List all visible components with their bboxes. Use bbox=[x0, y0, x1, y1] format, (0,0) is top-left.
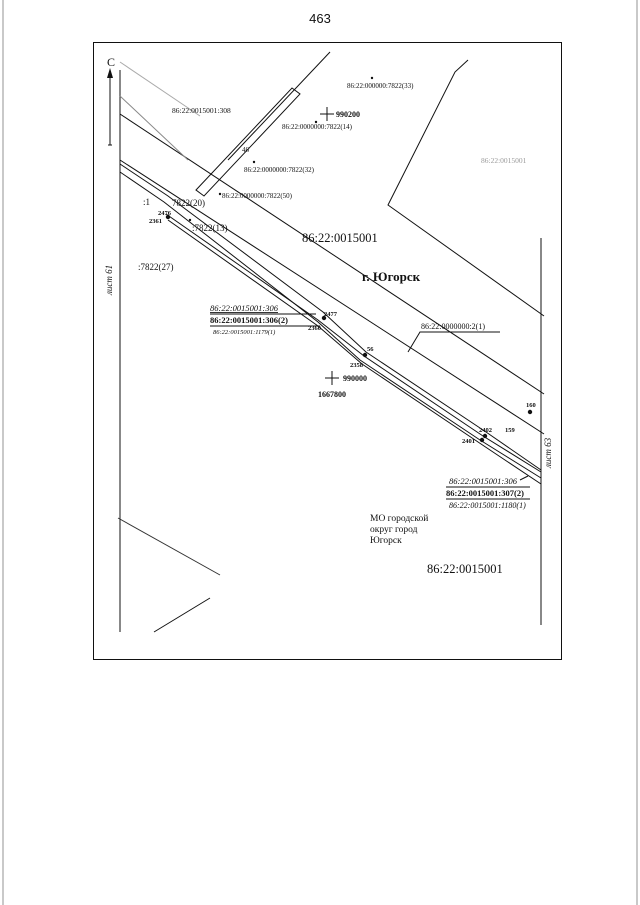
point-160: 160 bbox=[526, 402, 536, 409]
quarter-label-bottom-right: 86:22:0015001 bbox=[427, 562, 503, 576]
label-block-right-1: 86:22:0015001:306 bbox=[449, 476, 518, 486]
grid-cross-bottom-label: 990000 bbox=[343, 374, 367, 383]
sheet-label-left: лист 61 bbox=[104, 265, 114, 296]
label-7822-27: :7822(27) bbox=[138, 262, 174, 272]
label-colon-1: :1 bbox=[143, 197, 150, 207]
point-2361: 2361 bbox=[149, 218, 162, 225]
sheet-label-right: лист 63 bbox=[543, 437, 553, 469]
point-159: 159 bbox=[505, 427, 516, 434]
crossing-strip bbox=[195, 87, 301, 197]
municipality-line1: МО городской bbox=[370, 513, 428, 524]
page-number: 463 bbox=[309, 11, 331, 26]
map-frame bbox=[93, 42, 562, 660]
grid-cross-bottom bbox=[325, 371, 339, 385]
crossing-line bbox=[227, 51, 331, 161]
label-2-1: 86:22:0000000:2(1) bbox=[421, 322, 485, 331]
grid-cross-top bbox=[320, 107, 334, 121]
quarter-boundary-right bbox=[387, 59, 545, 317]
label-7822-14: 86:22:0000000:7822(14) bbox=[282, 123, 353, 131]
label-block-right-2: 86:22:0015001:307(2) bbox=[446, 488, 524, 498]
label-7822-20: 7822(20) bbox=[172, 198, 205, 208]
faint-line-mid bbox=[119, 61, 201, 117]
label-block-left-3: 86:22:0015001:1179(1) bbox=[213, 329, 275, 336]
municipality-line2: округ город bbox=[370, 525, 418, 535]
corridor-line-a bbox=[119, 163, 542, 471]
grid-cross-top-label: 990200 bbox=[336, 110, 360, 119]
label-308: 86:22:0015001:308 bbox=[172, 106, 231, 115]
north-arrow: С bbox=[107, 55, 115, 146]
label-46: 46 bbox=[242, 146, 250, 154]
road-edge-upper bbox=[119, 113, 545, 395]
quarter-label-faint: 86:22:0015001 bbox=[481, 156, 527, 165]
municipality-line3: Югорск bbox=[370, 536, 402, 546]
label-block-left-1: 86:22:0015001:306 bbox=[210, 303, 279, 313]
scan-edge-right bbox=[636, 0, 638, 905]
leader-line-2-1 bbox=[407, 331, 500, 353]
corridor-line-b bbox=[119, 171, 542, 479]
boundary-bottom-left-a bbox=[153, 597, 211, 633]
faint-boundary-top bbox=[119, 95, 189, 161]
point-2477: 2477 bbox=[324, 311, 338, 318]
scan-edge-left bbox=[2, 0, 4, 905]
point-2358: 2358 bbox=[350, 362, 364, 369]
grid-cross-bottom-y: 1667800 bbox=[318, 390, 346, 399]
north-arrow-letter: С bbox=[107, 55, 115, 69]
label-7822-32: 86:22:0000000:7822(32) bbox=[244, 166, 315, 174]
point-2476: 2476 bbox=[158, 210, 172, 217]
point-2401: 2401 bbox=[462, 438, 475, 445]
point-2402: 2402 bbox=[479, 427, 492, 434]
label-block-right-3: 86:22:0015001:1180(1) bbox=[449, 501, 526, 510]
label-7822-50: 86:22:0000000:7822(50) bbox=[222, 192, 293, 200]
label-7822-13: :7822(13) bbox=[192, 223, 228, 233]
point-2360: 2360 bbox=[308, 325, 321, 332]
quarter-label-center: 86:22:0015001 bbox=[302, 231, 378, 245]
corridor-line-d bbox=[167, 219, 542, 485]
label-7822-33: 86:22:000000:7822(33) bbox=[347, 82, 414, 90]
road-edge-lower bbox=[119, 159, 545, 435]
point-56: 56 bbox=[367, 346, 374, 353]
survey-points bbox=[165, 214, 533, 443]
city-label: г. Югорск bbox=[362, 269, 421, 284]
label-block-left-2: 86:22:0015001:306(2) bbox=[210, 315, 288, 325]
leader-line-right-block bbox=[519, 475, 529, 481]
boundary-bottom-left-b bbox=[117, 517, 221, 576]
